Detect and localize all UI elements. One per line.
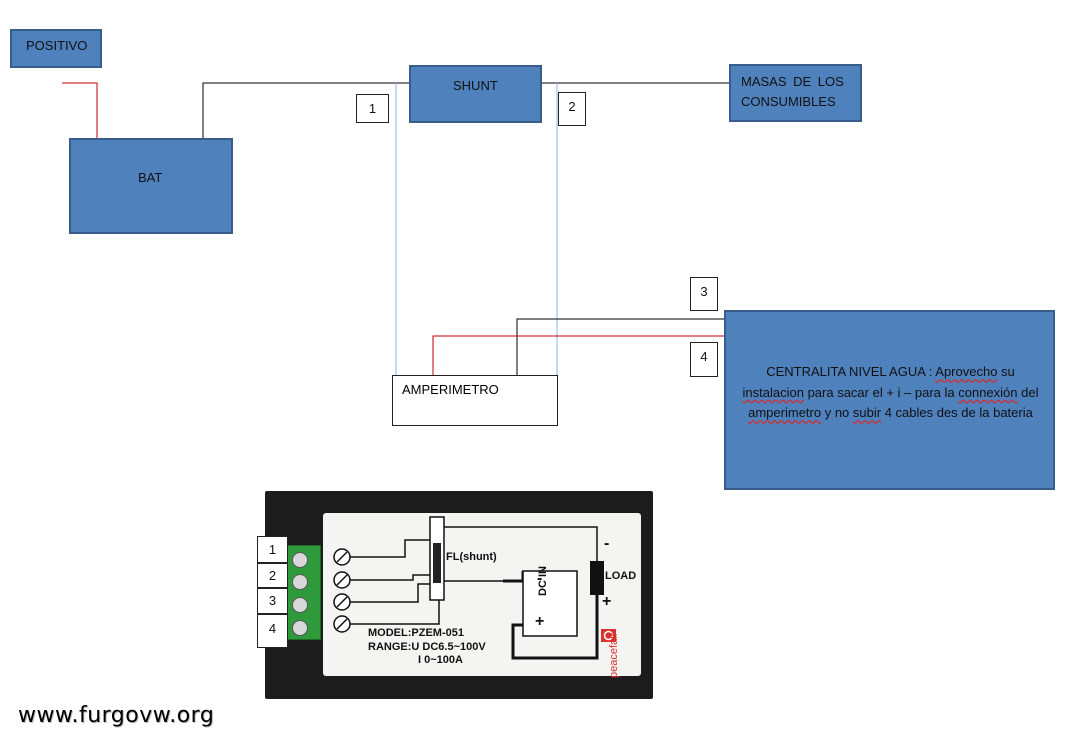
photo-number-1: 1 [257,536,288,563]
watermark: www.furgovw.org [18,703,215,728]
amperimetro-box: AMPERIMETRO [392,375,558,426]
load-minus-label: - [604,535,610,552]
meter-schematic [333,516,616,660]
wire-3 [516,318,725,376]
terminal-number-4: 4 [690,342,718,377]
range-i-label: I 0~100A [418,654,463,666]
terminal-number-3: 3 [690,277,718,311]
amperimetro-label: AMPERIMETRO [402,382,499,397]
wire-4 [432,335,725,376]
meter-label-face [323,513,641,676]
centralita-box: CENTRALITA NIVEL AGUA : Aprovecho su ins… [724,310,1055,490]
brand-label: peacefair [608,632,620,678]
schematic-terminals [333,548,351,633]
load-resistor [590,561,604,595]
brand-logo-icon [601,629,616,642]
screw-4-icon [292,620,308,636]
terminal-number-2: 2 [558,92,586,126]
photo-number-4: 4 [257,614,288,648]
bat-box: BAT [69,138,233,234]
shunt-photo-label: FL(shunt) [446,551,497,563]
dc-in-box [522,570,578,637]
screw-3-icon [292,597,308,613]
screw-2-icon [292,574,308,590]
positivo-label: POSITIVO [26,38,88,53]
shunt-label: SHUNT [453,78,498,93]
load-label: LOAD [605,570,637,582]
centralita-text: CENTRALITA NIVEL AGUA : Aprovecho su ins… [742,364,1039,420]
range-u-label: RANGE:U DC6.5~100V [368,641,486,653]
shunt-box: SHUNT [409,65,542,123]
masas-label: MASAS DE LOS CONSUMIBLES [741,74,844,109]
positive-wire [62,82,98,139]
dc-plus-label: + [535,613,545,630]
load-plus-label: + [602,593,612,610]
screw-1-icon [292,552,308,568]
positivo-box: POSITIVO [10,29,102,68]
photo-number-2: 2 [257,563,288,588]
dc-in-label: DC IN [537,566,549,596]
dc-minus-label: - [537,570,543,587]
model-label: MODEL:PZEM-051 [368,627,464,639]
masas-box: MASAS DE LOS CONSUMIBLES [729,64,862,122]
bat-label: BAT [138,170,163,185]
terminal-number-1: 1 [356,94,389,123]
bat-to-shunt-wire [202,82,410,139]
photo-number-3: 3 [257,588,288,614]
